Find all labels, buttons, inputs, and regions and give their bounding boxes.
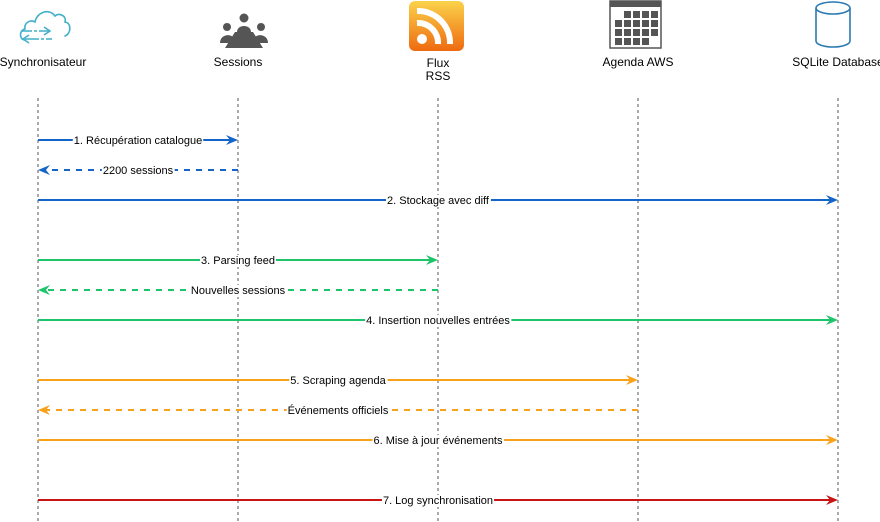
message-arrow: 7. Log synchronisation xyxy=(38,495,838,507)
message-arrow: Événements officiels xyxy=(38,404,638,417)
arrowhead-icon xyxy=(38,165,50,175)
lifelines xyxy=(37,98,839,522)
message-arrow: 4. Insertion nouvelles entrées xyxy=(38,315,838,327)
actor-label-sessions: Sessions xyxy=(214,55,263,69)
message-arrow: 2200 sessions xyxy=(38,165,238,177)
message-arrow: 5. Scraping agenda xyxy=(38,375,638,387)
arrowhead-icon xyxy=(826,195,838,205)
message-label: Événements officiels xyxy=(288,404,389,417)
message-arrow: 6. Mise à jour événements xyxy=(38,435,838,447)
messages: 1. Récupération catalogue 2200 sessions 2.… xyxy=(38,135,838,507)
actor-label-rss: RSS xyxy=(426,69,451,83)
arrowhead-icon xyxy=(826,495,838,505)
message-label: 2. Stockage avec diff xyxy=(387,195,490,207)
label-background xyxy=(289,375,388,387)
message-arrow: 3. Parsing feed xyxy=(38,255,438,267)
message-label: 1. Récupération catalogue xyxy=(74,135,202,147)
label-background xyxy=(72,135,204,147)
actor-label-sync: Synchronisateur xyxy=(0,55,86,69)
cloud-sync-icon xyxy=(19,10,71,44)
actor-label-agenda: Agenda AWS xyxy=(603,55,674,69)
arrowhead-icon xyxy=(38,405,50,415)
arrowhead-icon xyxy=(826,435,838,445)
message-label: 6. Mise à jour événements xyxy=(373,435,503,447)
label-background xyxy=(386,195,491,207)
message-label: 3. Parsing feed xyxy=(201,255,275,267)
message-label: Nouvelles sessions xyxy=(191,285,286,297)
actor-label-db: SQLite Database xyxy=(792,55,880,69)
meeting-group-icon xyxy=(220,13,268,48)
arrowhead-icon xyxy=(626,375,638,385)
message-arrow: 1. Récupération catalogue xyxy=(38,135,238,147)
rss-feed-icon xyxy=(409,1,464,51)
message-label: 4. Insertion nouvelles entrées xyxy=(366,315,510,327)
database-cylinder-icon xyxy=(815,1,851,48)
message-arrow: Nouvelles sessions xyxy=(38,285,438,297)
actor-label-rss: Flux xyxy=(427,56,450,70)
message-label: 5. Scraping agenda xyxy=(290,375,386,387)
label-background xyxy=(381,495,495,507)
label-background xyxy=(200,255,276,267)
label-background xyxy=(101,165,175,177)
label-background xyxy=(365,315,512,327)
label-background xyxy=(286,404,390,417)
arrowhead-icon xyxy=(426,255,438,265)
message-arrow: 2. Stockage avec diff xyxy=(38,195,838,207)
message-label: 7. Log synchronisation xyxy=(383,495,493,507)
actor-icons xyxy=(19,0,851,51)
label-background xyxy=(372,435,505,447)
arrowhead-icon xyxy=(226,135,238,145)
calendar-icon xyxy=(609,0,662,49)
label-background xyxy=(189,285,287,297)
arrowhead-icon xyxy=(38,285,50,295)
arrowhead-icon xyxy=(826,315,838,325)
message-label: 2200 sessions xyxy=(103,165,174,177)
